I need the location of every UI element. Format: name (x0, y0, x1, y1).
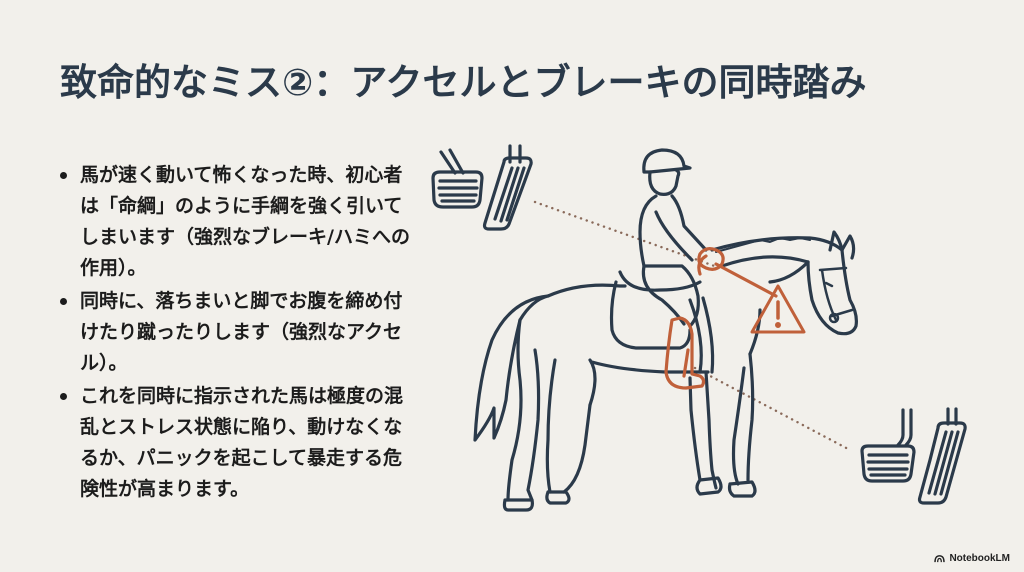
rider-icon (638, 148, 708, 328)
bullet-item: 馬が速く動いて怖くなった時、初心者は「命綱」のように手綱を強く引いてしまいます（… (58, 160, 418, 284)
horse-rider-illustration (431, 144, 967, 512)
bullet-text: 馬が速く動いて怖くなった時、初心者は「命綱」のように手綱を強く引いてしまいます（… (80, 164, 410, 279)
bullet-text: これを同時に指示された馬は極度の混乱とストレス状態に陥り、動けなくなるか、パニッ… (80, 385, 404, 500)
bullet-dot-icon (60, 298, 67, 305)
reins-and-boot-accent (664, 247, 778, 390)
pedals-icon-bottom (860, 407, 967, 505)
brand-footer: NotebookLM (934, 553, 1010, 564)
warning-triangle-icon (750, 284, 806, 334)
slide-title: 致命的なミス②：アクセルとブレーキの同時踏み (60, 61, 867, 104)
bullet-item: 同時に、落ちまいと脚でお腹を締め付けたり蹴ったりします（強烈なアクセル）。 (58, 286, 418, 379)
pedals-icon-top (431, 144, 533, 231)
bullet-list: 馬が速く動いて怖くなった時、初心者は「命綱」のように手綱を強く引いてしまいます（… (58, 160, 418, 507)
bullet-dot-icon (60, 172, 67, 179)
bullet-dot-icon (60, 393, 67, 400)
bullet-item: これを同時に指示された馬は極度の混乱とストレス状態に陥り、動けなくなるか、パニッ… (58, 381, 418, 505)
brand-label: NotebookLM (949, 553, 1010, 564)
notebooklm-logo-icon (934, 555, 946, 563)
bullet-text: 同時に、落ちまいと脚でお腹を締め付けたり蹴ったりします（強烈なアクセル）。 (80, 290, 403, 374)
